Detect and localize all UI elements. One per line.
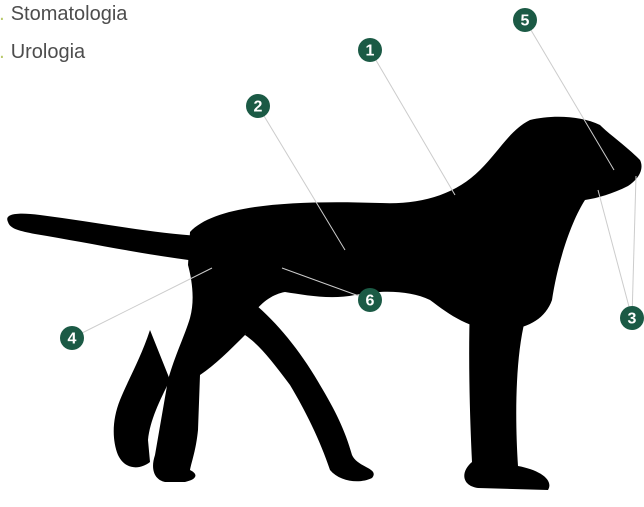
leader-line-3a xyxy=(598,190,632,318)
marker-6-label: 6 xyxy=(366,293,375,310)
marker-1[interactable]: 1 xyxy=(358,38,382,62)
marker-6[interactable]: 6 xyxy=(358,288,382,312)
leader-line-1 xyxy=(370,50,455,195)
marker-5[interactable]: 5 xyxy=(513,8,537,32)
dog-front-leg xyxy=(464,305,549,490)
dog-hind-leg-near xyxy=(245,300,374,481)
marker-3-label: 3 xyxy=(628,311,637,328)
dog-silhouette xyxy=(7,117,641,490)
marker-5-label: 5 xyxy=(521,13,530,30)
marker-4-label: 4 xyxy=(68,331,77,348)
marker-3[interactable]: 3 xyxy=(620,306,644,330)
dog-tail xyxy=(7,214,205,262)
dog-body xyxy=(153,117,641,482)
marker-1-label: 1 xyxy=(366,43,375,60)
marker-2-label: 2 xyxy=(254,99,263,116)
marker-2[interactable]: 2 xyxy=(246,94,270,118)
leader-line-3b xyxy=(632,176,636,318)
marker-4[interactable]: 4 xyxy=(60,326,84,350)
